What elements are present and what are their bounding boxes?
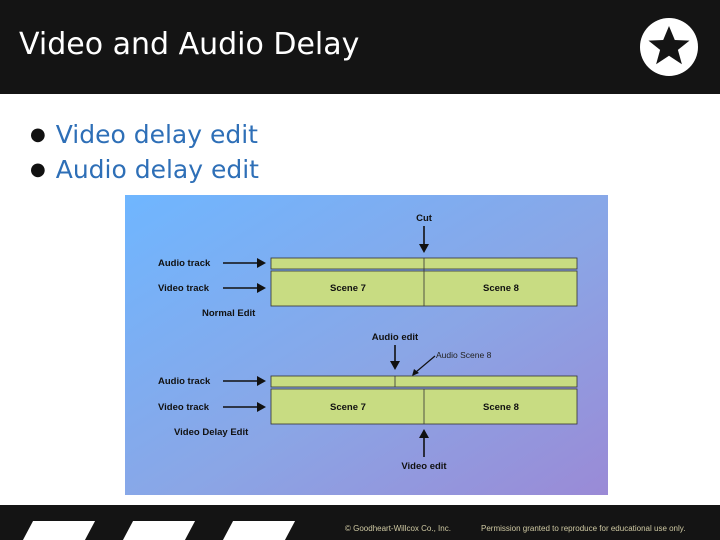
scene-left-label: Scene 7 — [330, 283, 366, 294]
footer-stripe — [122, 521, 196, 540]
audio-track-label: Audio track — [158, 258, 211, 269]
edit-diagram: Cut Audio track Video track Scene 7 Scen… — [125, 195, 608, 495]
star-icon — [640, 18, 698, 76]
audio-scene-label: Audio Scene 8 — [436, 350, 492, 360]
bullet-dot: ● — [30, 124, 46, 145]
bullet-item: ● Video delay edit — [30, 117, 259, 152]
audio-edit-label: Audio edit — [372, 332, 419, 343]
cut-arrowhead — [419, 244, 429, 253]
audio-edit-arrowhead — [390, 361, 400, 370]
audio-track-bar — [270, 375, 578, 388]
video-delay-edit-caption: Video Delay Edit — [174, 427, 249, 438]
bullet-dot: ● — [30, 159, 46, 180]
audio-scene-pointer — [415, 355, 436, 373]
video-track-arrowhead — [257, 283, 266, 293]
normal-edit-caption: Normal Edit — [202, 308, 256, 319]
clapperboard-footer — [0, 505, 720, 540]
audio-track-arrowhead — [257, 376, 266, 386]
permission-text: Permission granted to reproduce for educ… — [481, 524, 686, 533]
video-edit-label: Video edit — [401, 461, 447, 472]
cut-label: Cut — [416, 213, 433, 224]
video-edit-arrowhead — [419, 429, 429, 438]
video-track-label: Video track — [158, 402, 210, 413]
scene-left-label: Scene 7 — [330, 402, 366, 413]
audio-track-arrowhead — [257, 258, 266, 268]
video-track-label: Video track — [158, 283, 210, 294]
bullet-list: ● Video delay edit ● Audio delay edit — [30, 117, 259, 187]
video-track-arrowhead — [257, 402, 266, 412]
diagram-background — [125, 195, 608, 495]
footer-stripe — [222, 521, 296, 540]
audio-scene-pointer-head — [412, 369, 419, 376]
bullet-item: ● Audio delay edit — [30, 152, 259, 187]
slide-title: Video and Audio Delay — [19, 27, 360, 62]
slide-header: Video and Audio Delay — [0, 0, 720, 94]
scene-right-label: Scene 8 — [483, 283, 519, 294]
audio-track-label: Audio track — [158, 376, 211, 387]
bullet-text: Audio delay edit — [55, 155, 259, 184]
bullet-text: Video delay edit — [55, 120, 258, 149]
scene-right-label: Scene 8 — [483, 402, 519, 413]
copyright-text: © Goodheart-Willcox Co., Inc. — [345, 524, 451, 533]
footer-stripe — [22, 521, 96, 540]
